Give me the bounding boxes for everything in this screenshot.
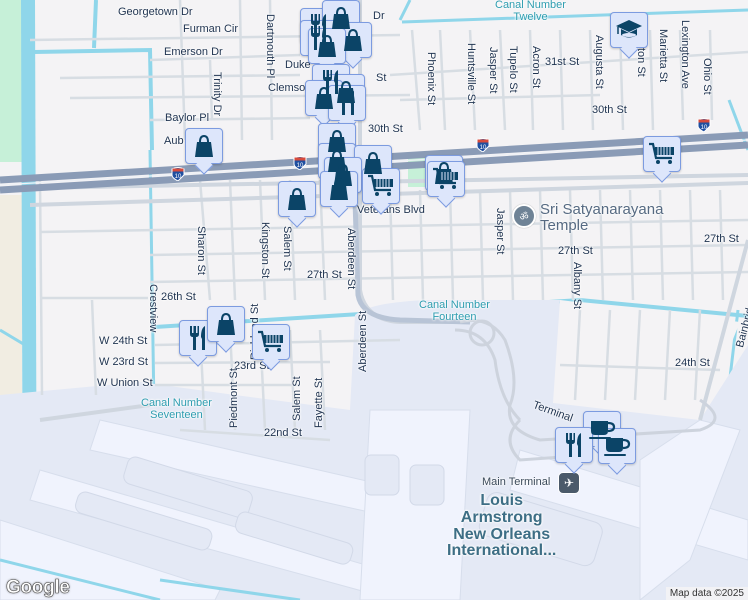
- water-label-canal-twelve: Canal Number Twelve: [495, 0, 566, 24]
- street-label-st: St: [376, 72, 387, 84]
- street-label-emerson-dr: Emerson Dr: [164, 46, 223, 58]
- shopping-bag-icon: [313, 86, 335, 110]
- street-label-baylor-pl: Baylor Pl: [165, 112, 210, 124]
- map-marker-shopping[interactable]: [207, 306, 245, 342]
- street-label-crestview: Crestview: [147, 284, 159, 333]
- street-label-clemson: Clemso: [268, 82, 306, 94]
- street-label-dr: Dr: [373, 10, 385, 22]
- street-label-27th-st-west: 27th St: [307, 269, 342, 281]
- shopping-bag-icon: [326, 129, 348, 153]
- street-label-jasper-st-north: Jasper St: [487, 47, 499, 94]
- poi-label-temple[interactable]: Sri Satyanarayana Temple: [540, 201, 664, 234]
- map-marker-restaurant[interactable]: [555, 427, 593, 463]
- shopping-bag-icon: [286, 187, 308, 211]
- map-marker-grocery[interactable]: [427, 161, 465, 197]
- shopping-bag-icon: [328, 177, 350, 201]
- shopping-bag-icon: [326, 149, 348, 173]
- map-marker-grocery[interactable]: [252, 324, 290, 360]
- street-label-30th-st-west: 30th St: [368, 123, 403, 135]
- map-marker-grocery[interactable]: [362, 168, 400, 204]
- street-label-23rd-st: 23rd St: [234, 360, 270, 372]
- street-label-w-24th-st: W 24th St: [99, 335, 148, 347]
- street-label-26th-st: 26th St: [161, 291, 196, 303]
- street-label-auburn: Aub: [164, 135, 184, 147]
- shopping-cart-icon: [367, 174, 395, 198]
- street-label-kingston-st: Kingston St: [259, 222, 271, 279]
- fork-knife-icon: [563, 432, 585, 458]
- street-label-24th-st: 24th St: [675, 357, 710, 369]
- street-label-augusta-st: Augusta St: [593, 35, 605, 89]
- map-marker-shopping[interactable]: [185, 128, 223, 164]
- street-label-30th-st-east: 30th St: [592, 104, 627, 116]
- street-label-salem-st-south: Salem St: [291, 376, 303, 421]
- interstate-10-shield-icon: 10: [293, 156, 307, 170]
- street-label-aberdeen-st-north: Aberdeen St: [345, 228, 357, 290]
- street-label-lafayette-st: ton St: [635, 48, 647, 77]
- fork-knife-icon: [336, 90, 358, 116]
- street-label-27th-st-east: 27th St: [704, 233, 739, 245]
- street-label-27th-st-mid: 27th St: [558, 245, 593, 257]
- place-of-worship-icon[interactable]: ॐ: [512, 204, 536, 228]
- shopping-bag-icon: [215, 312, 237, 336]
- street-label-31st-st: 31st St: [545, 56, 580, 68]
- street-label-sharon-st: Sharon St: [195, 226, 207, 275]
- street-label-w-union-st: W Union St: [97, 377, 153, 389]
- street-label-duke: Duke: [285, 59, 311, 71]
- shopping-cart-icon: [648, 142, 676, 166]
- street-label-phoenix-st: Phoenix St: [425, 52, 437, 106]
- street-label-tupelo-st: Tupelo St: [507, 46, 519, 93]
- water-label-canal-seventeen: Canal Number Seventeen: [141, 397, 212, 422]
- map-attribution[interactable]: Map data ©2025: [665, 587, 748, 600]
- street-label-lexington-ave: Lexington Ave: [679, 20, 691, 89]
- svg-text:10: 10: [480, 145, 487, 151]
- shopping-bag-icon: [316, 34, 338, 58]
- street-label-furman-cir: Furman Cir: [183, 23, 239, 35]
- fork-knife-icon: [187, 325, 209, 351]
- svg-text:10: 10: [297, 163, 304, 169]
- shopping-bag-icon: [332, 163, 354, 187]
- street-label-albany-st: Albany St: [571, 262, 583, 310]
- map-marker-restaurant[interactable]: [328, 85, 366, 121]
- street-label-trinity-dr: Trinity Dr: [211, 72, 223, 117]
- map-marker-shopping[interactable]: [320, 171, 358, 207]
- street-label-georgetown-dr: Georgetown Dr: [118, 6, 193, 18]
- interstate-10-shield-icon: 10: [171, 167, 185, 181]
- airport-departures-icon[interactable]: ✈: [558, 472, 580, 494]
- coffee-cup-icon: [588, 418, 616, 440]
- street-label-huntsville-st: Huntsville St: [465, 43, 477, 105]
- fork-knife-icon: [320, 69, 342, 95]
- water-label-canal-fourteen: Canal Number Fourteen: [419, 299, 490, 324]
- shopping-bag-icon: [362, 151, 384, 175]
- google-logo[interactable]: Google: [6, 577, 71, 599]
- street-label-jasper-st-south: Jasper St: [494, 208, 506, 255]
- street-label-veterans-blvd: Veterans Blvd: [357, 204, 425, 216]
- street-label-ohio-st: Ohio St: [701, 58, 713, 95]
- street-label-piedmont-st: Piedmont St: [228, 368, 240, 428]
- shopping-cart-icon: [432, 167, 460, 191]
- street-label-aberdeen-st-south: Aberdeen St: [357, 310, 369, 372]
- map-marker-shopping[interactable]: [278, 181, 316, 217]
- shopping-bag-icon: [330, 6, 352, 30]
- street-label-22nd-st: 22nd St: [264, 427, 302, 439]
- graduation-cap-icon: [615, 19, 643, 41]
- street-label-w-23rd-st: W 23rd St: [99, 356, 148, 368]
- shopping-bag-icon: [193, 134, 215, 158]
- poi-label-main-terminal[interactable]: Main Terminal: [482, 476, 551, 488]
- svg-text:10: 10: [175, 174, 182, 180]
- svg-text:10: 10: [701, 125, 708, 131]
- street-label-marietta-st: Marietta St: [657, 29, 669, 83]
- street-label-salem-st-north: Salem St: [281, 226, 293, 271]
- shopping-bag-icon: [342, 28, 364, 52]
- interstate-10-shield-icon: 10: [697, 118, 711, 132]
- street-label-fayette-st: Fayette St: [313, 377, 325, 428]
- shopping-cart-icon: [257, 330, 285, 354]
- street-label-acron-st: Acron St: [530, 46, 542, 89]
- poi-label-airport[interactable]: Louis Armstrong New Orleans Internationa…: [447, 492, 557, 560]
- interstate-10-shield-icon: 10: [476, 138, 490, 152]
- street-label-dartmouth-pl: Dartmouth Pl: [264, 14, 276, 79]
- coffee-cup-icon: [603, 435, 631, 457]
- map-marker-grocery[interactable]: [643, 136, 681, 172]
- map-marker-school[interactable]: [610, 12, 648, 48]
